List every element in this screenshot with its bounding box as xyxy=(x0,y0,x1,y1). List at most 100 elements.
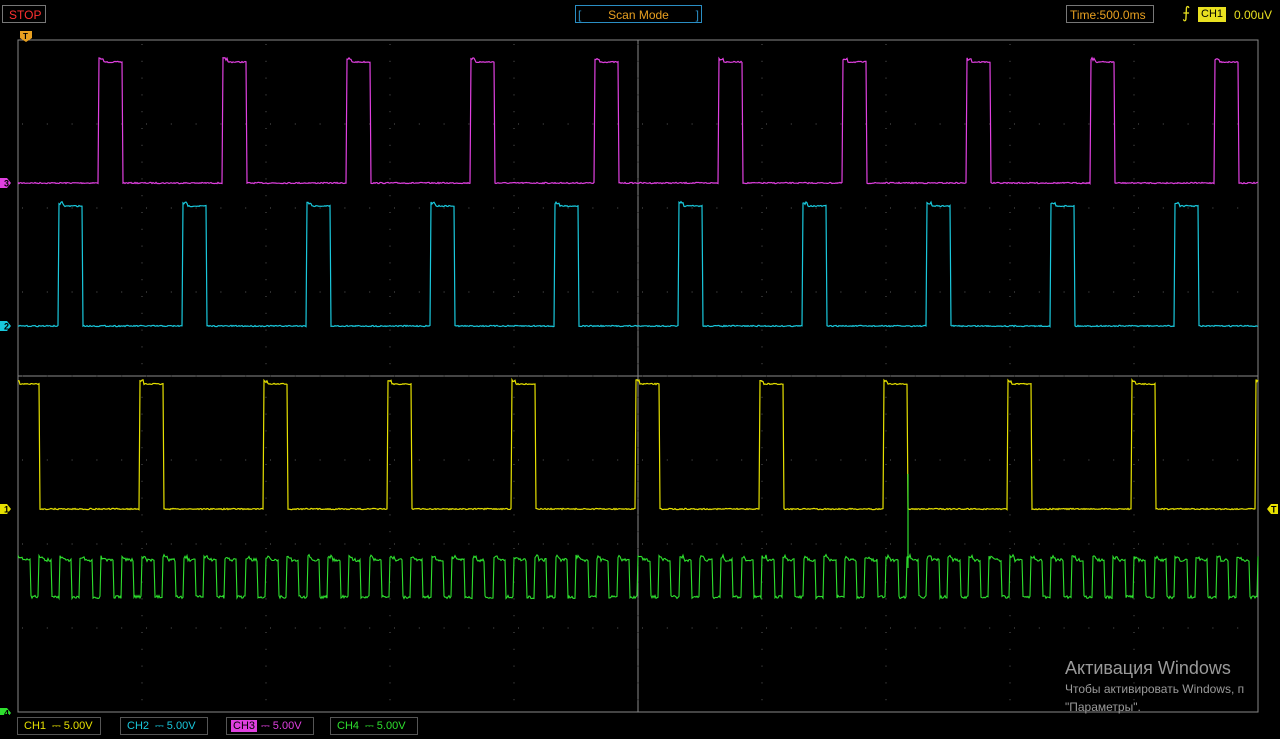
grid-dot xyxy=(245,543,247,545)
grid-dot xyxy=(1009,262,1011,264)
grid-dot xyxy=(141,44,143,45)
grid-dot xyxy=(666,207,668,209)
grid-dot xyxy=(666,543,668,545)
grid-dot xyxy=(1133,312,1135,314)
grid-dot xyxy=(1162,207,1164,209)
grid-dot xyxy=(815,627,817,629)
ch1-settings[interactable]: CH1⎓5.00V xyxy=(17,717,101,735)
grid-dot xyxy=(567,627,569,629)
grid-dot xyxy=(865,123,867,125)
grid-dot xyxy=(141,396,143,398)
grid-dot xyxy=(389,44,391,45)
grid-dot xyxy=(265,312,267,314)
watermark-line-2: "Параметры". xyxy=(1065,700,1141,714)
grid-dot xyxy=(761,178,763,180)
grid-dot xyxy=(121,291,123,293)
grid-dot xyxy=(1133,161,1135,163)
grid-dot xyxy=(195,543,197,545)
grid-dot xyxy=(46,627,48,629)
grid-dot xyxy=(1138,543,1139,545)
trigger-source-badge[interactable]: CH1 xyxy=(1198,7,1227,22)
grid-dot xyxy=(1009,531,1011,533)
trigger-level-marker-shape xyxy=(1267,504,1278,514)
grid-dot xyxy=(761,447,763,449)
grid-dot xyxy=(885,212,887,213)
grid-dot xyxy=(1009,699,1011,701)
ch1-level-marker-shape xyxy=(0,504,11,514)
grid-dot xyxy=(265,447,267,449)
grid-dot xyxy=(567,207,569,209)
grid-dot xyxy=(885,144,887,146)
ch2-settings[interactable]: CH2⎓5.00V xyxy=(120,717,208,735)
grid-dot xyxy=(265,178,267,180)
grid-dot xyxy=(195,375,197,377)
dc-coupling-icon: ⎓ xyxy=(261,720,270,732)
grid-dot xyxy=(265,632,267,633)
grid-dot xyxy=(394,207,395,209)
grid-dot xyxy=(513,363,515,365)
grid-dot xyxy=(513,682,515,684)
grid-dot xyxy=(265,363,267,365)
grid-dot xyxy=(592,291,594,293)
grid-dot xyxy=(637,413,639,415)
grid-dot xyxy=(790,291,792,293)
waveform-display[interactable]: 3 2 1 4 T T xyxy=(0,30,1280,715)
ch2-level-marker[interactable]: 2 xyxy=(0,321,11,332)
grid-dot xyxy=(1237,375,1239,377)
oscilloscope-screen[interactable]: 3 2 1 4 T T xyxy=(0,30,1280,715)
grid-dot xyxy=(220,543,222,545)
grid-dot xyxy=(865,375,867,377)
grid-dot xyxy=(389,531,391,533)
grid-dot xyxy=(542,123,544,125)
ch4-level-marker[interactable]: 4 xyxy=(0,708,11,715)
run-stop-button[interactable]: STOP xyxy=(2,5,46,23)
grid-dot xyxy=(1138,459,1139,461)
grid-dot xyxy=(1133,77,1135,79)
grid-dot xyxy=(294,459,296,461)
grid-dot xyxy=(265,480,267,482)
grid-dot xyxy=(885,346,887,348)
grid-dot xyxy=(637,60,639,62)
top-status-bar: STOP [ Scan Mode ] Time:500.0ms ⨍ CH1 0.… xyxy=(0,0,1280,30)
ch1-level-marker[interactable]: 1 xyxy=(0,504,11,515)
grid-dot xyxy=(1162,627,1164,629)
rising-edge-trigger-icon[interactable]: ⨍ xyxy=(1182,5,1191,22)
ch4-settings[interactable]: CH4⎓5.00V xyxy=(330,717,418,735)
grid-dot xyxy=(1133,699,1135,701)
grid-dot xyxy=(637,447,639,449)
trigger-position-marker[interactable]: T xyxy=(20,31,32,42)
grid-dot xyxy=(389,548,391,549)
grid-dot xyxy=(294,291,296,293)
ch3-level-marker[interactable]: 3 xyxy=(0,178,11,189)
grid-dot xyxy=(96,543,98,545)
acquisition-mode-display[interactable]: [ Scan Mode ] xyxy=(575,5,702,23)
grid-dot xyxy=(790,123,792,125)
timebase-display[interactable]: Time:500.0ms xyxy=(1066,5,1154,23)
channel-markers[interactable]: 3 2 1 4 T T xyxy=(0,31,1278,715)
grid-dot xyxy=(1187,627,1189,629)
grid-dot xyxy=(885,531,887,533)
grid-dot xyxy=(443,123,445,125)
grid-dot xyxy=(443,627,445,629)
grid-dot xyxy=(637,363,639,365)
trigger-level-marker[interactable]: T xyxy=(1267,504,1278,515)
grid-dot xyxy=(592,459,594,461)
grid-dot xyxy=(418,291,420,293)
grid-dot xyxy=(890,375,891,377)
grid-dot xyxy=(761,60,763,62)
grid-dot xyxy=(885,312,887,314)
grid-dot xyxy=(1009,212,1011,213)
grid-dot xyxy=(389,413,391,415)
grid-dot xyxy=(141,464,143,465)
grid-dot xyxy=(394,375,395,377)
grid-dot xyxy=(637,682,639,684)
grid-dot xyxy=(766,123,767,125)
ch3-settings[interactable]: CH3⎓5.00V xyxy=(226,717,314,735)
grid-dot xyxy=(1038,627,1040,629)
grid-dot xyxy=(141,548,143,549)
grid-dot xyxy=(22,123,23,125)
grid-dot xyxy=(294,123,296,125)
grid-dot xyxy=(939,543,941,545)
grid-dot xyxy=(418,459,420,461)
grid-dot xyxy=(1133,514,1135,516)
